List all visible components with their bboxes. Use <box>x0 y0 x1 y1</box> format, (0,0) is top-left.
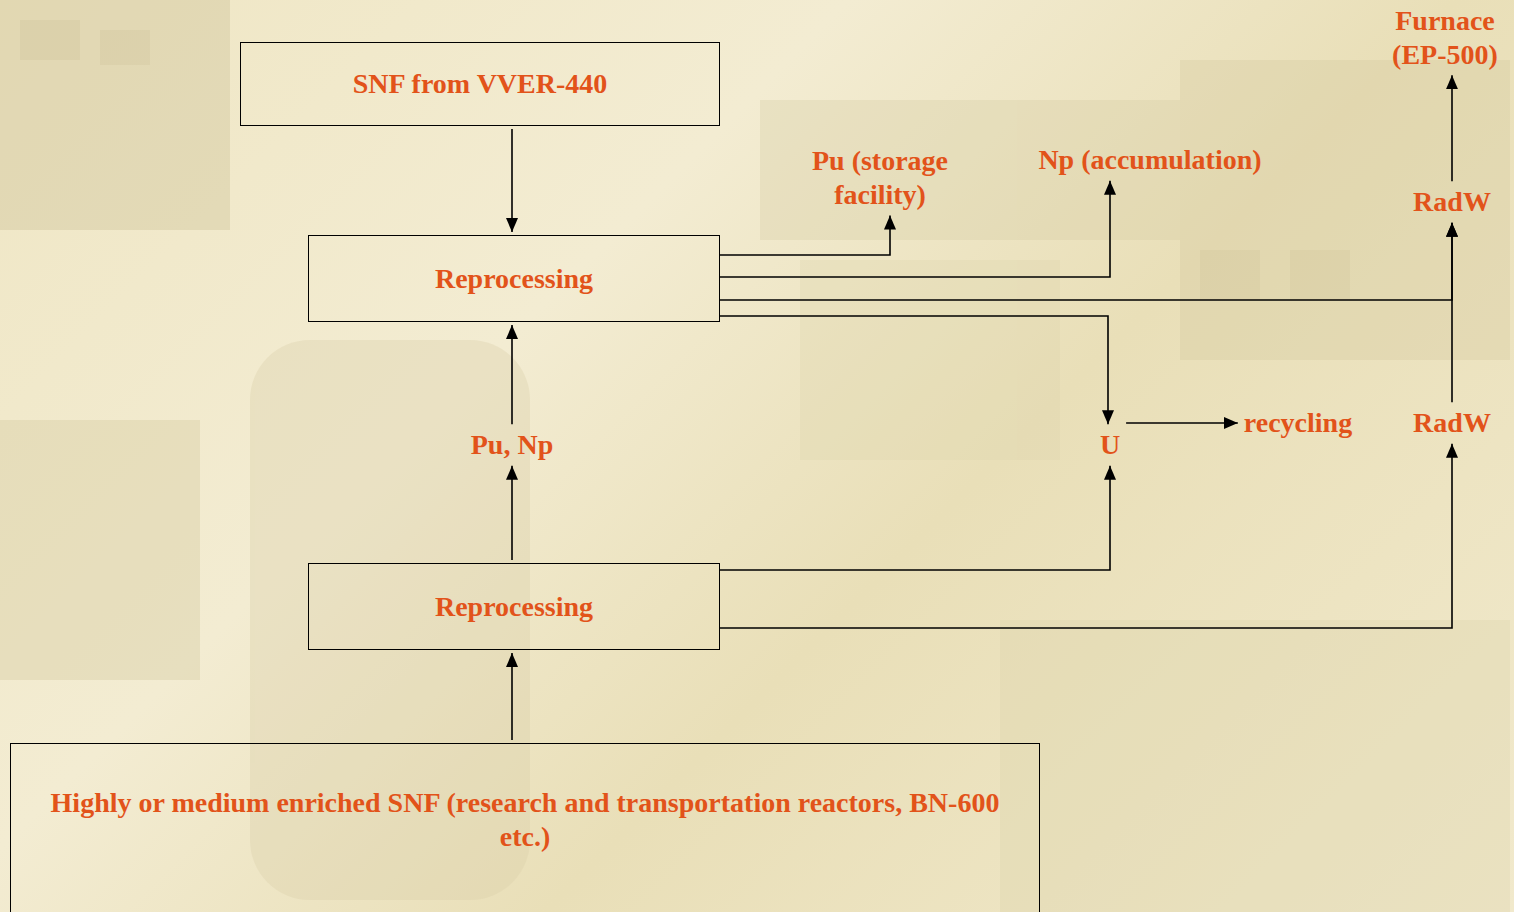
node-text: Pu (storage facility) <box>780 143 980 212</box>
process-box: Reprocessing <box>308 563 720 650</box>
node-text: RadW <box>1410 405 1494 441</box>
flow-label: Np (accumulation) <box>1035 142 1264 178</box>
node-text: U <box>1097 427 1123 463</box>
flow-arrow <box>511 129 513 232</box>
flow-label: RadW <box>1410 405 1494 441</box>
node-text: SNF from VVER-440 <box>353 67 608 101</box>
flow-label: RadW <box>1410 184 1494 220</box>
node-text: recycling <box>1241 405 1355 441</box>
flow-arrow <box>1126 422 1238 424</box>
node-text: Np (accumulation) <box>1035 142 1264 178</box>
flow-label: U <box>1097 427 1123 463</box>
flow-label: recycling <box>1241 405 1355 441</box>
node-text: Reprocessing <box>435 262 593 296</box>
flow-arrow <box>720 444 1452 628</box>
flow-label: Pu, Np <box>468 427 556 463</box>
flow-arrow <box>511 466 513 560</box>
flow-arrow <box>511 653 513 740</box>
process-box: SNF from VVER-440 <box>240 42 720 126</box>
node-text: Furnace (EP-500) <box>1382 3 1508 72</box>
flow-arrow <box>1451 223 1453 402</box>
flow-arrow <box>720 466 1110 570</box>
node-text: Reprocessing <box>435 590 593 624</box>
flow-arrow <box>1451 75 1453 181</box>
process-box: Highly or medium enriched SNF (research … <box>10 743 1040 912</box>
flow-arrow <box>720 216 890 255</box>
node-text: RadW <box>1410 184 1494 220</box>
process-box: Reprocessing <box>308 235 720 322</box>
node-text: Highly or medium enriched SNF (research … <box>25 786 1025 853</box>
flow-arrow <box>720 316 1108 424</box>
flow-arrow <box>511 325 513 424</box>
flow-label: Furnace (EP-500) <box>1382 3 1508 72</box>
flow-arrow <box>720 223 1452 300</box>
node-text: Pu, Np <box>468 427 556 463</box>
flow-label: Pu (storage facility) <box>780 143 980 212</box>
